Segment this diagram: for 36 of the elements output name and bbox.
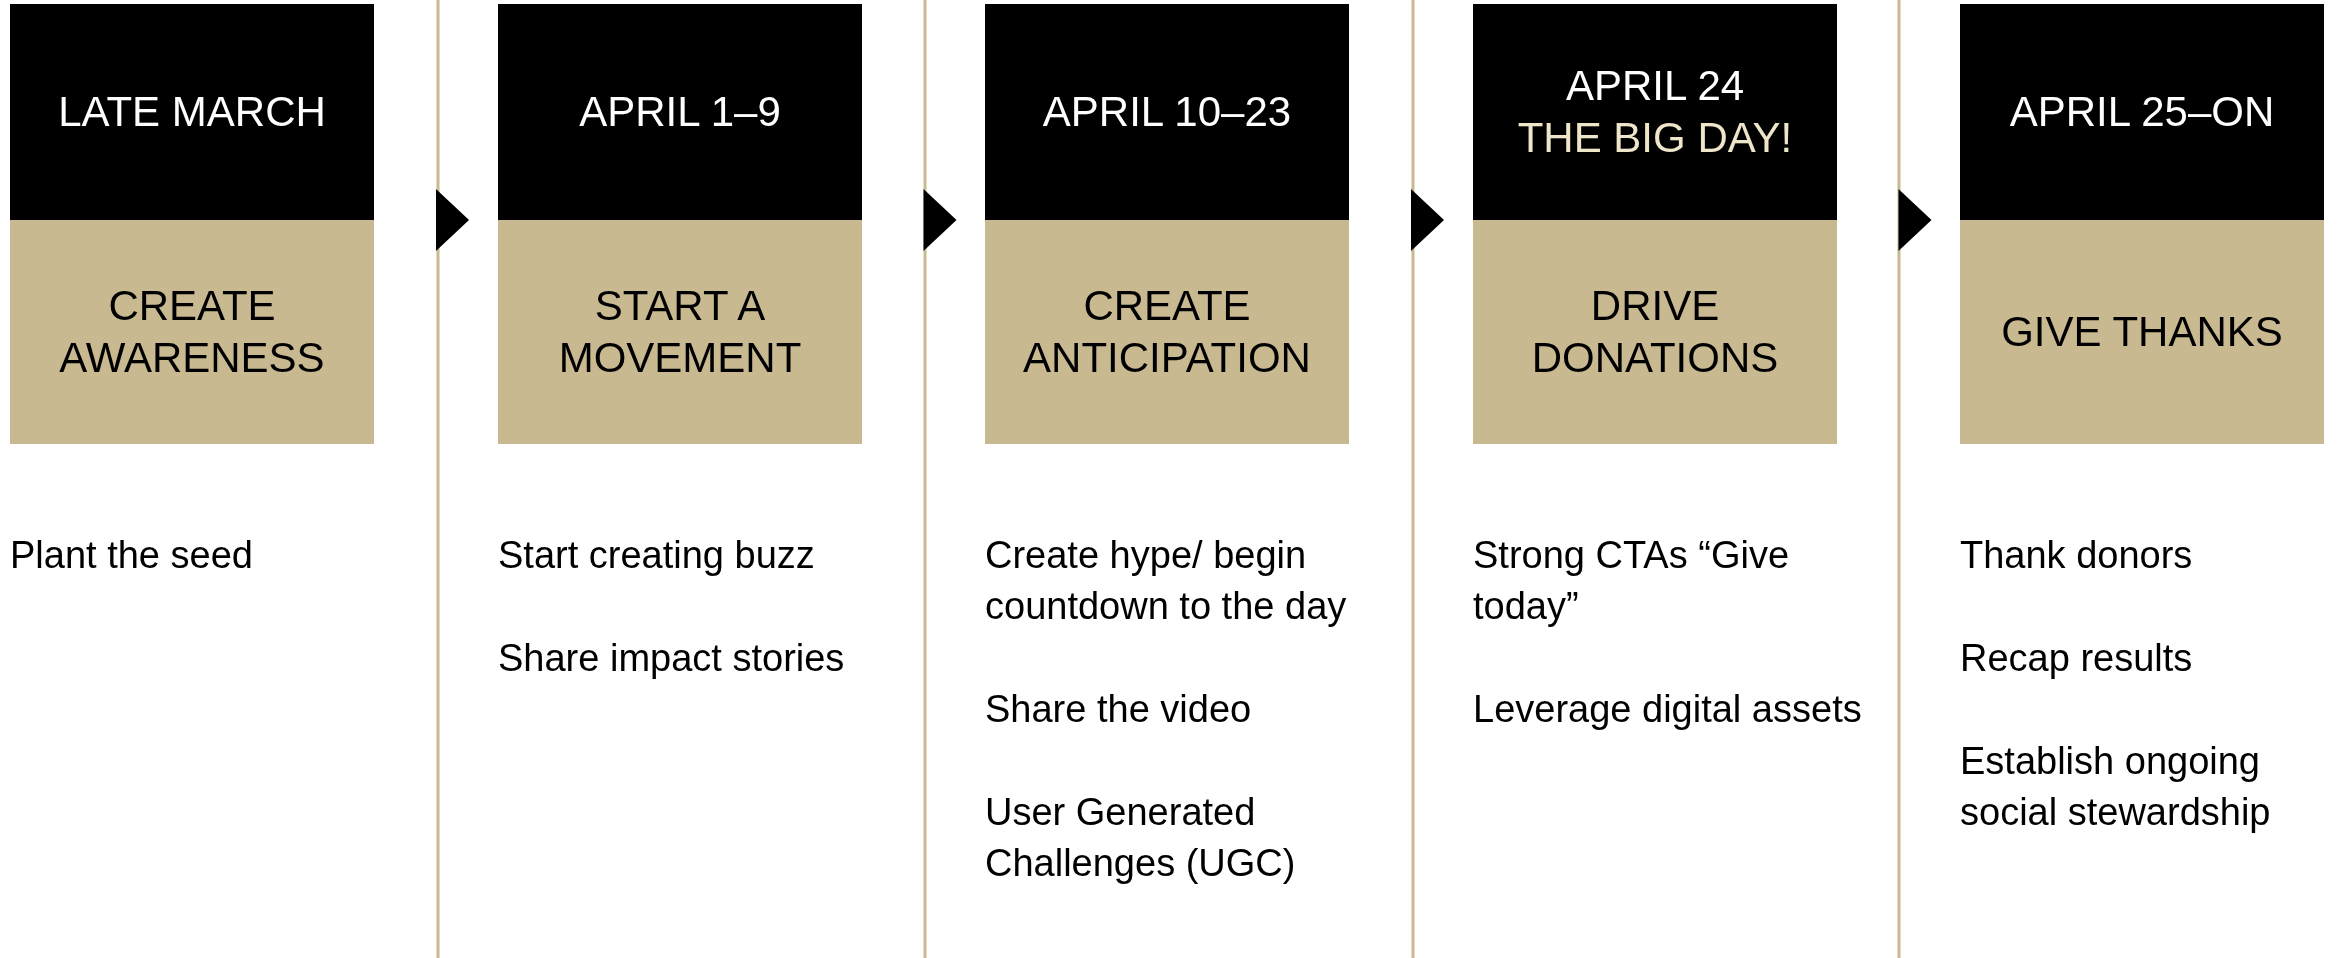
chevron-arrow [1898,189,1932,251]
phase-title: GIVE THANKS [2001,307,2283,357]
phase-title: CREATE AWARENESS [58,281,326,383]
description-text: Recap results [1960,636,2194,681]
date-subtitle: THE BIG DAY! [1517,113,1793,163]
description-text: Create hype/ begin countdown to the day [985,533,1348,629]
chevron-arrow [436,189,469,251]
date-box [985,4,1349,220]
description-text: Thank donors [1960,533,2194,578]
description-text: Leverage digital assets [1473,687,1863,732]
date-box [498,4,862,220]
description-text: Share impact stories [498,636,846,681]
date-label: APRIL 1–9 [579,87,781,137]
date-label: APRIL 10–23 [1042,87,1292,137]
chevron-arrow [1411,189,1444,251]
date-label: LATE MARCH [58,87,326,137]
phase-title: START A MOVEMENT [557,281,803,383]
phase-box [498,220,862,444]
description-text: Strong CTAs “Give today” [1473,533,1791,629]
date-box [10,4,374,220]
phase-box [10,220,374,444]
date-label: APRIL 24 [1565,61,1745,111]
description-text: Start creating buzz [498,533,816,578]
description-text: Share the video [985,687,1253,732]
description-text: Establish ongoing social stewardship [1960,739,2272,835]
date-label: APRIL 25–ON [2009,87,2275,137]
phase-box [985,220,1349,444]
phase-title: CREATE ANTICIPATION [1022,281,1312,383]
date-box [1960,4,2324,220]
phase-title: DRIVE DONATIONS [1530,281,1780,383]
description-text: Plant the seed [10,533,254,578]
phase-box [1960,220,2324,444]
chevron-arrow [923,189,957,251]
phase-box [1473,220,1837,444]
date-box [1473,4,1837,220]
description-text: User Generated Challenges (UGC) [985,790,1297,886]
